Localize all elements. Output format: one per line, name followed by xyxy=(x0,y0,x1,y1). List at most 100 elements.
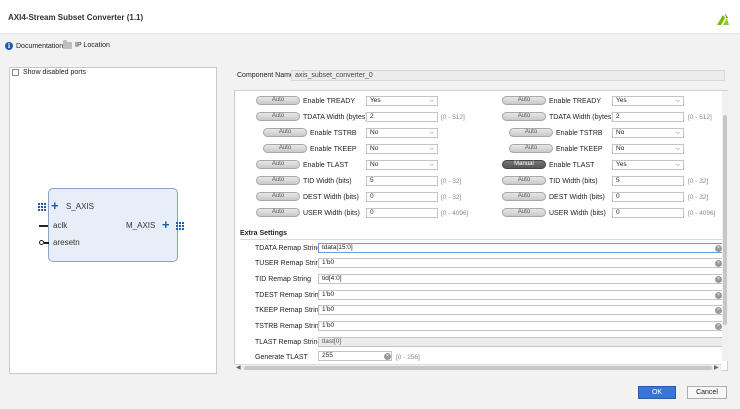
tdata-width-field[interactable]: 2 xyxy=(612,112,684,122)
tdata-remap-field[interactable]: tdata[15:0] xyxy=(318,243,724,253)
auto-toggle[interactable]: Auto xyxy=(502,112,546,121)
tuser-remap-field[interactable]: 1'b0 xyxy=(318,258,724,268)
range-hint: [0 - 4096] xyxy=(688,210,716,217)
links-bar xyxy=(0,34,740,58)
cancel-button[interactable]: Cancel xyxy=(687,386,727,399)
clear-icon[interactable]: × xyxy=(715,292,722,299)
ok-button[interactable]: OK xyxy=(638,386,676,399)
tlast-remap-field: tlast[0] xyxy=(318,337,724,347)
active-low-bubble-icon xyxy=(39,240,44,245)
auto-toggle[interactable]: Auto xyxy=(256,112,300,121)
param-label: Enable TSTRB xyxy=(310,130,357,137)
tstrb-remap-field[interactable]: 1'b0 xyxy=(318,321,724,331)
port-aclk: aclk xyxy=(53,221,68,230)
ip-location-link[interactable]: IP Location xyxy=(63,40,110,49)
remap-label: TUSER Remap String xyxy=(255,260,324,267)
enable-tlast-select[interactable]: No⌵ xyxy=(366,160,438,170)
range-hint: [0 - 512] xyxy=(441,114,465,121)
chevron-down-icon: ⌵ xyxy=(429,98,434,104)
param-label: Enable TREADY xyxy=(549,98,602,105)
manual-toggle[interactable]: Manual xyxy=(502,160,546,169)
title-bar xyxy=(0,0,740,34)
bus-interface-icon xyxy=(176,220,186,231)
range-hint: [0 - 32] xyxy=(441,178,462,185)
auto-toggle[interactable]: Auto xyxy=(256,192,300,201)
chevron-down-icon: ⌵ xyxy=(675,130,680,136)
dest-width-field[interactable]: 0 xyxy=(366,192,438,202)
clear-icon[interactable]: × xyxy=(715,245,722,252)
scroll-left-icon[interactable]: ◀ xyxy=(236,365,241,371)
tdest-remap-field[interactable]: 1'b0 xyxy=(318,290,724,300)
param-label: Enable TKEEP xyxy=(310,146,357,153)
clear-icon[interactable]: × xyxy=(384,353,391,360)
folder-icon xyxy=(63,40,72,49)
show-disabled-ports-label: Show disabled ports xyxy=(23,69,87,76)
range-hint: [0 - 32] xyxy=(688,178,709,185)
xilinx-logo-icon xyxy=(717,13,729,25)
show-disabled-ports-checkbox[interactable]: Show disabled ports xyxy=(12,69,86,76)
auto-toggle[interactable]: Auto xyxy=(502,208,546,217)
range-hint: [0 - 32] xyxy=(441,194,462,201)
dest-width-field[interactable]: 0 xyxy=(612,192,684,202)
tdata-width-field[interactable]: 2 xyxy=(366,112,438,122)
ip-location-label: IP Location xyxy=(75,42,110,49)
component-name-field[interactable]: axis_subset_converter_0 xyxy=(291,70,725,81)
tkeep-remap-field[interactable]: 1'b0 xyxy=(318,305,724,315)
chevron-down-icon: ⌵ xyxy=(429,162,434,168)
clear-icon[interactable]: × xyxy=(715,307,722,314)
auto-toggle[interactable]: Auto xyxy=(509,144,553,153)
param-label: TID Width (bits) xyxy=(549,178,598,185)
expand-plus-icon[interactable]: + xyxy=(162,217,170,232)
enable-tstrb-select[interactable]: No⌵ xyxy=(366,128,438,138)
enable-tkeep-select[interactable]: No⌵ xyxy=(612,144,684,154)
clear-icon[interactable]: × xyxy=(715,323,722,330)
vertical-scroll-thumb[interactable] xyxy=(723,115,727,325)
generate-tlast-field[interactable]: 255 xyxy=(318,351,392,361)
auto-toggle[interactable]: Auto xyxy=(256,176,300,185)
port-aresetn: aresetn xyxy=(53,238,80,247)
enable-tkeep-select[interactable]: No⌵ xyxy=(366,144,438,154)
user-width-field[interactable]: 0 xyxy=(612,208,684,218)
remap-label: TKEEP Remap String xyxy=(255,307,323,314)
chevron-down-icon: ⌵ xyxy=(675,146,680,152)
user-width-field[interactable]: 0 xyxy=(366,208,438,218)
extra-settings-heading: Extra Settings xyxy=(240,230,288,237)
checkbox-box[interactable] xyxy=(12,69,19,76)
expand-plus-icon[interactable]: + xyxy=(51,198,59,213)
enable-tlast-select[interactable]: Yes⌵ xyxy=(612,160,684,170)
remap-label: TDEST Remap String xyxy=(255,292,323,299)
auto-toggle[interactable]: Auto xyxy=(502,176,546,185)
remap-label: TDATA Remap String xyxy=(255,245,322,252)
enable-tready-select[interactable]: Yes⌵ xyxy=(366,96,438,106)
port-m-axis: M_AXIS xyxy=(126,221,156,230)
param-label: USER Width (bits) xyxy=(549,210,606,217)
param-label: USER Width (bits) xyxy=(303,210,360,217)
auto-toggle[interactable]: Auto xyxy=(509,128,553,137)
auto-toggle[interactable]: Auto xyxy=(263,128,307,137)
tid-remap-field[interactable]: tid[4:0] xyxy=(318,274,724,284)
auto-toggle[interactable]: Auto xyxy=(502,192,546,201)
auto-toggle[interactable]: Auto xyxy=(256,160,300,169)
tid-width-field[interactable]: 5 xyxy=(612,176,684,186)
chevron-down-icon: ⌵ xyxy=(675,162,680,168)
documentation-link[interactable]: i Documentation xyxy=(5,42,63,50)
range-hint: [0 - 4096] xyxy=(441,210,469,217)
auto-toggle[interactable]: Auto xyxy=(502,96,546,105)
tid-width-field[interactable]: 5 xyxy=(366,176,438,186)
param-label: Enable TREADY xyxy=(303,98,356,105)
auto-toggle[interactable]: Auto xyxy=(263,144,307,153)
auto-toggle[interactable]: Auto xyxy=(256,208,300,217)
enable-tready-select[interactable]: Yes⌵ xyxy=(612,96,684,106)
clear-icon[interactable]: × xyxy=(715,260,722,267)
param-label: TDATA Width (bytes) xyxy=(303,114,368,121)
chevron-down-icon: ⌵ xyxy=(429,130,434,136)
range-hint: [0 - 256] xyxy=(396,354,420,361)
auto-toggle[interactable]: Auto xyxy=(256,96,300,105)
remap-label: TSTRB Remap String xyxy=(255,323,323,330)
scroll-right-icon[interactable]: ▶ xyxy=(714,365,719,371)
enable-tstrb-select[interactable]: No⌵ xyxy=(612,128,684,138)
horizontal-scroll-thumb[interactable] xyxy=(244,366,712,370)
clear-icon[interactable]: × xyxy=(715,276,722,283)
generate-tlast-label: Generate TLAST xyxy=(255,354,308,361)
param-label: DEST Width (bits) xyxy=(549,194,605,201)
